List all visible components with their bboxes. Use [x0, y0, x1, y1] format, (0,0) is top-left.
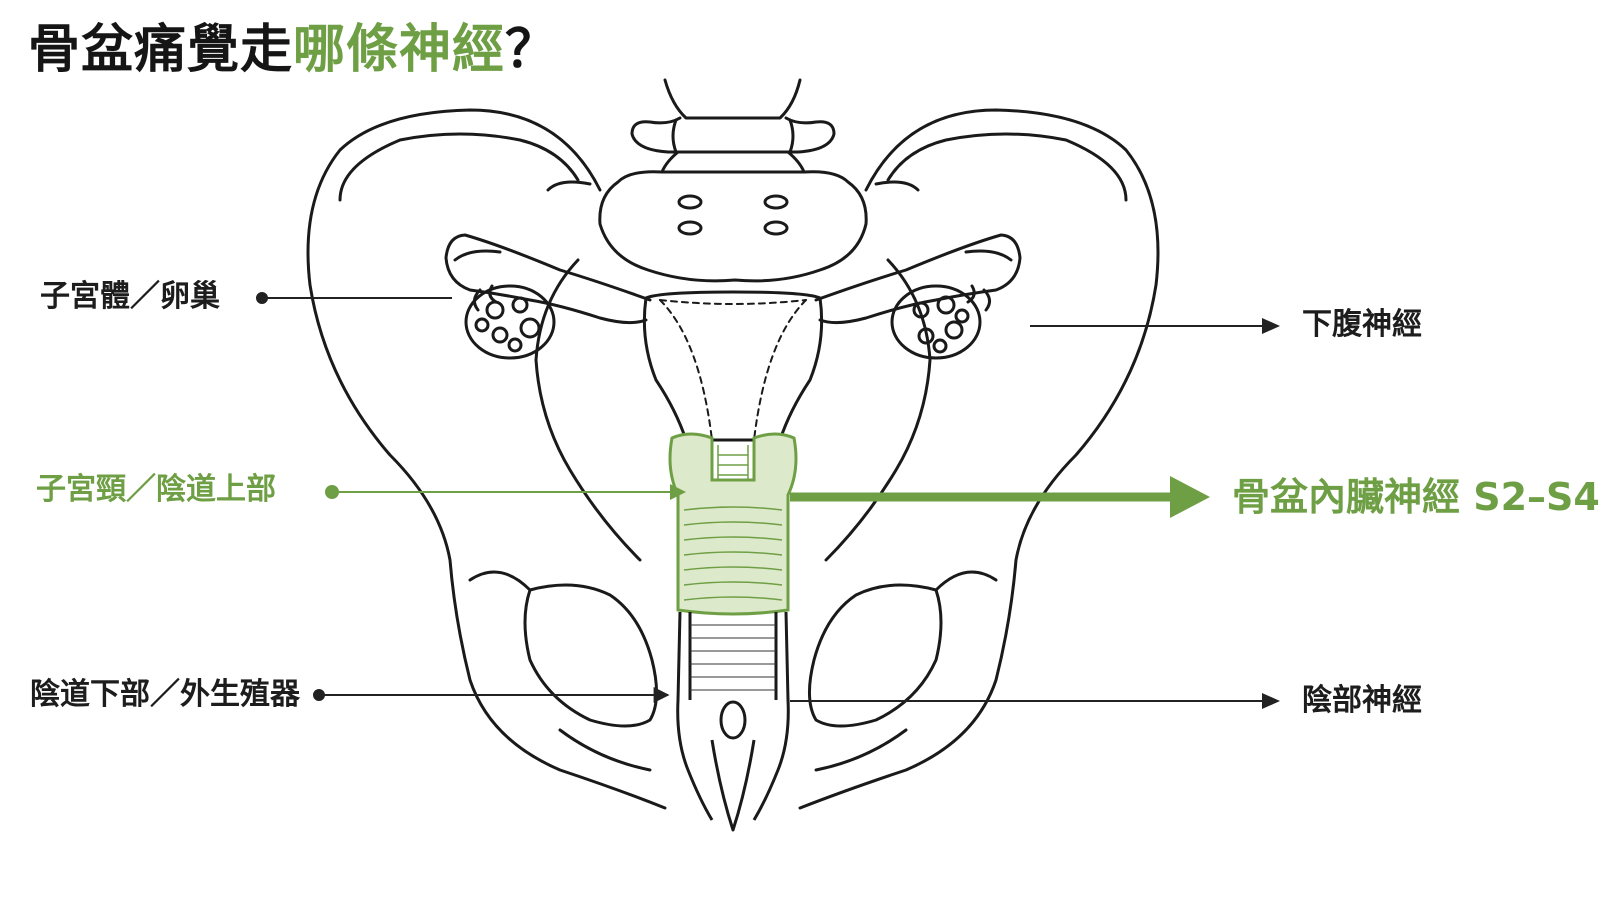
- lower-vagina: [676, 611, 790, 821]
- right-ovary: [890, 284, 982, 360]
- right-ilium: [798, 108, 1160, 810]
- arrow-pelvic-splanchnic-nerve: [790, 476, 1210, 518]
- label-hypogastric-nerve: 下腹神經: [1302, 307, 1422, 342]
- page-title: 骨盆痛覺走哪條神經？: [28, 24, 558, 76]
- left-ilium: [306, 108, 667, 810]
- label-cervix-upper-vagina: 子宮頸／陰道上部: [36, 472, 276, 507]
- uterus-body: [642, 290, 824, 442]
- left-ovary: [464, 284, 556, 360]
- label-pudendal-nerve: 陰部神經: [1302, 683, 1422, 718]
- label-pelvic-splanchnic-nerve: 骨盆內臟神經 S2–S4: [1232, 475, 1600, 519]
- label-uterus-ovary: 子宮體／卵巢: [40, 279, 220, 314]
- label-lower-vagina-genitals: 陰道下部／外生殖器: [30, 677, 300, 712]
- right-fallopian-tube: [814, 233, 1022, 325]
- title-part-1: 骨盆痛覺走: [28, 20, 294, 80]
- title-part-3: ？: [505, 20, 559, 80]
- sacrum: [598, 170, 868, 283]
- right-obturator-foramen: [808, 583, 943, 728]
- left-obturator-foramen: [523, 583, 658, 728]
- left-fallopian-tube: [444, 233, 652, 325]
- lumbar-vertebra: [630, 78, 836, 174]
- title-part-2: 哪條神經: [293, 20, 506, 80]
